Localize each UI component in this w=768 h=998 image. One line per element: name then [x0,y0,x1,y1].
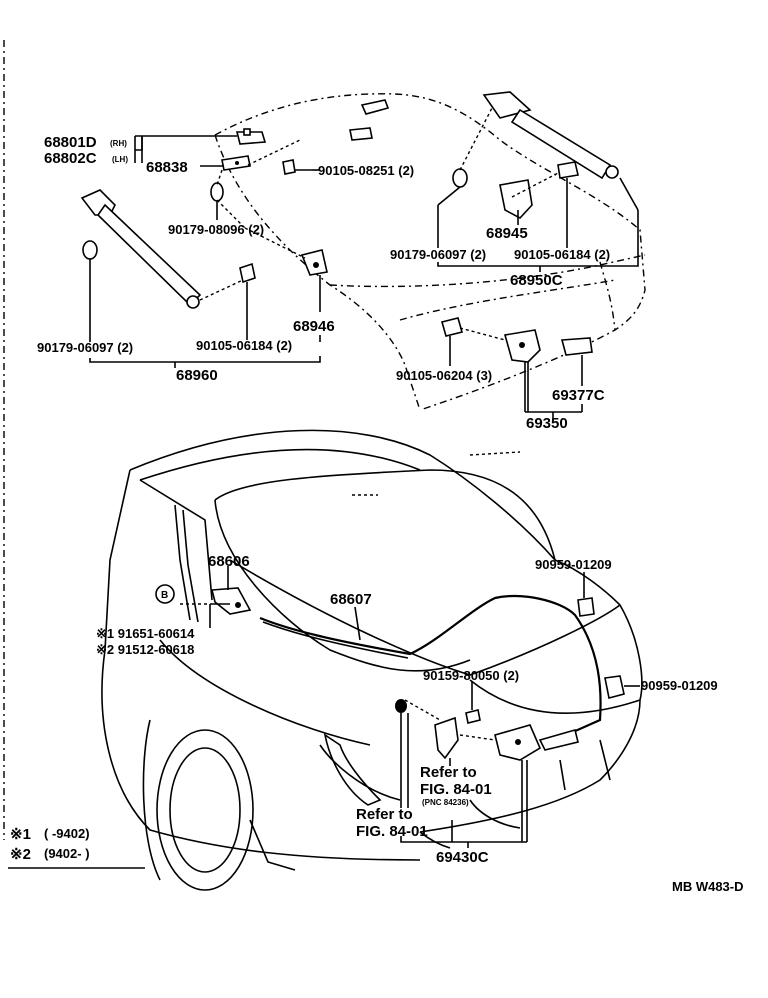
label-refer-to-1: Refer to [420,764,477,781]
dashed-links-top [199,107,561,341]
label-note2-part: ※2 91512-60618 [96,642,194,657]
label-90179-06097-right: 90179-06097 (2) [390,247,486,262]
torsion-rod-left-icon[interactable] [80,189,202,309]
marker-b-label: B [161,590,168,601]
bolt-90105-06184-left-icon[interactable] [239,262,256,284]
release-cable-68607-icon[interactable] [259,594,602,742]
label-68802c: 68802C [44,150,97,167]
marker-b-icon: B [155,584,175,604]
clip-90959-01209-right-icon[interactable] [604,675,625,699]
label-68607: 68607 [330,591,372,608]
label-fig-ref-1: FIG. 84-01 [420,781,492,798]
label-69377c: 69377C [552,387,605,404]
clip-90959-01209-top-icon[interactable] [577,597,595,617]
label-note1-part: ※1 91651-60614 [96,626,195,641]
car-body-outline [101,429,643,891]
label-68801d-suffix: (RH) [110,139,127,148]
hinge-68801d-icon[interactable] [235,128,267,145]
label-90959-01209-right: 90959-01209 [641,678,718,693]
drawing-code: MB W483-D [672,879,744,894]
label-68801d: 68801D [44,134,97,151]
label-pnc-ref: (PNC 84236) [422,798,469,807]
legend: ※1 ( -9402) ※2 (9402- ) [8,826,145,869]
label-68802c-suffix: (LH) [112,155,128,164]
label-90159-80050: 90159-80050 (2) [423,668,519,683]
label-69430c: 69430C [436,849,489,866]
trunk-lid-outline [214,93,646,411]
label-refer-to-2: Refer to [356,806,413,823]
legend2-text: (9402- ) [44,846,90,861]
labels-top: 68801D (RH) 68802C (LH) 68838 90105-0825… [37,134,610,432]
plate-68838-icon[interactable] [221,155,251,171]
lid-bracket-top-icon [349,99,390,141]
torsion-rod-right-icon[interactable] [482,91,619,180]
label-90105-08251: 90105-08251 (2) [318,163,414,178]
clip-90179-08096-icon[interactable] [210,182,224,202]
label-90105-06204: 90105-06204 (3) [396,368,492,383]
label-fig-ref-2: FIG. 84-01 [356,823,428,840]
label-90105-06184-right: 90105-06184 (2) [514,247,610,262]
label-90105-06184-left: 90105-06184 (2) [196,338,292,353]
label-68945: 68945 [486,225,528,242]
hinge-68945-icon[interactable] [499,161,579,219]
leader-lines-bottom [180,566,640,848]
label-69350: 69350 [526,415,568,432]
label-68960: 68960 [176,367,218,384]
label-68950c: 68950C [510,272,563,289]
lock-69430c-icon[interactable] [434,716,579,761]
label-90179-06097-left: 90179-06097 (2) [37,340,133,355]
label-90179-08096: 90179-08096 (2) [168,222,264,237]
legend1-mark: ※1 [10,826,31,843]
leader-lines-top [89,135,639,418]
bolt-90105-06204-icon[interactable] [441,317,463,337]
legend1-text: ( -9402) [44,826,90,841]
lock-69350-icon[interactable] [503,329,593,363]
labels-bottom: 68606 68607 90959-01209 90959-01209 9015… [96,553,718,866]
label-68606: 68606 [208,553,250,570]
label-68946: 68946 [293,318,335,335]
bracket-68946-icon[interactable] [300,249,328,276]
label-68838: 68838 [146,159,188,176]
grommet-icon [395,699,407,713]
clip-90179-06097-right-icon[interactable] [452,168,468,188]
label-90959-01209-top: 90959-01209 [535,557,612,572]
bolt-90105-08251-icon[interactable] [282,159,296,175]
legend2-mark: ※2 [10,846,31,863]
bolt-90159-80050-icon[interactable] [465,709,481,724]
lever-68606-icon[interactable] [210,587,252,615]
